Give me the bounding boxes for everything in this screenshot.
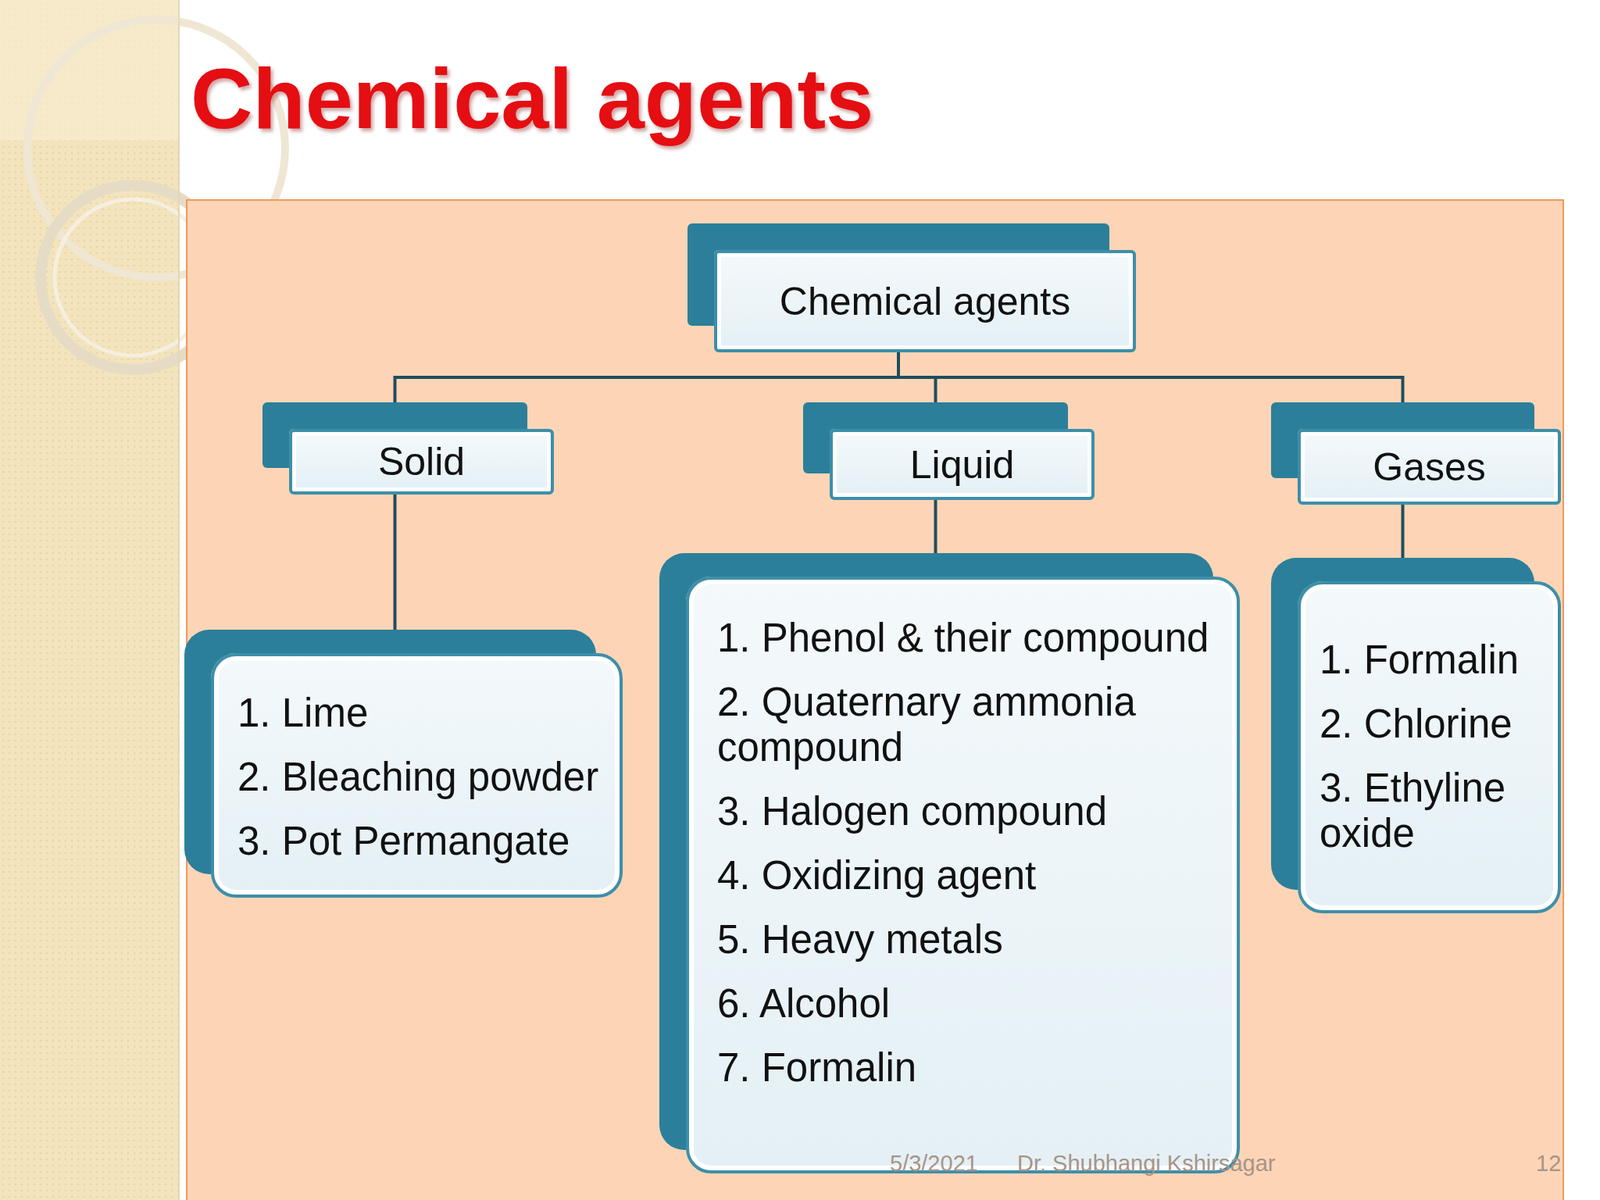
list-item: 3. Ethyline oxide — [1319, 765, 1546, 857]
tree-connector — [395, 352, 900, 429]
content-panel — [186, 200, 1564, 1200]
category-box: Gases — [1297, 428, 1561, 505]
category-box: Liquid — [829, 428, 1095, 500]
list-item: 3. Halogen compound — [717, 789, 1225, 835]
list-box: 1. Formalin 2. Chlorine 3. Ethyline oxide — [1297, 581, 1561, 914]
list-item: 1. Formalin — [1319, 637, 1546, 683]
list-item: 6. Alcohol — [717, 981, 1225, 1027]
box-label: Solid — [378, 439, 465, 485]
box-label: Chemical agents — [779, 278, 1071, 325]
tree-connector — [898, 352, 1404, 429]
list-item: 1. Phenol & their compound — [717, 615, 1225, 661]
tree-connector — [393, 494, 397, 654]
tree-connector — [934, 500, 938, 577]
list-item: 1. Lime — [237, 690, 608, 736]
tree-connector — [1401, 504, 1405, 582]
list-item: 2. Bleaching powder — [237, 754, 608, 800]
list-item: 4. Oxidizing agent — [717, 853, 1225, 899]
list-item: 2. Chlorine — [1319, 701, 1546, 747]
slide-title: Chemical agents — [190, 48, 874, 148]
footer-text: 12 — [1535, 1150, 1561, 1177]
list-item: 5. Heavy metals — [717, 917, 1225, 963]
footer-text: 5/3/2021 — [889, 1150, 979, 1177]
box-label: Liquid — [910, 442, 1015, 488]
box-label: Gases — [1372, 444, 1486, 490]
strip-edge — [178, 0, 180, 1200]
list-item: 7. Formalin — [717, 1045, 1225, 1091]
category-box: Solid — [289, 428, 554, 495]
side-strip — [0, 0, 179, 1200]
footer-text: Dr. Shubhangi Kshirsagar — [1017, 1150, 1275, 1177]
list-item: 2. Quaternary ammonia compound — [717, 679, 1225, 771]
category-box: Chemical agents — [714, 250, 1136, 353]
list-box: 1. Phenol & their compound 2. Quaternary … — [685, 576, 1240, 1174]
list-item: 3. Pot Permangate — [237, 818, 608, 865]
list-box: 1. Lime 2. Bleaching powder 3. Pot Permang… — [210, 653, 623, 898]
tree-connector — [898, 352, 936, 429]
